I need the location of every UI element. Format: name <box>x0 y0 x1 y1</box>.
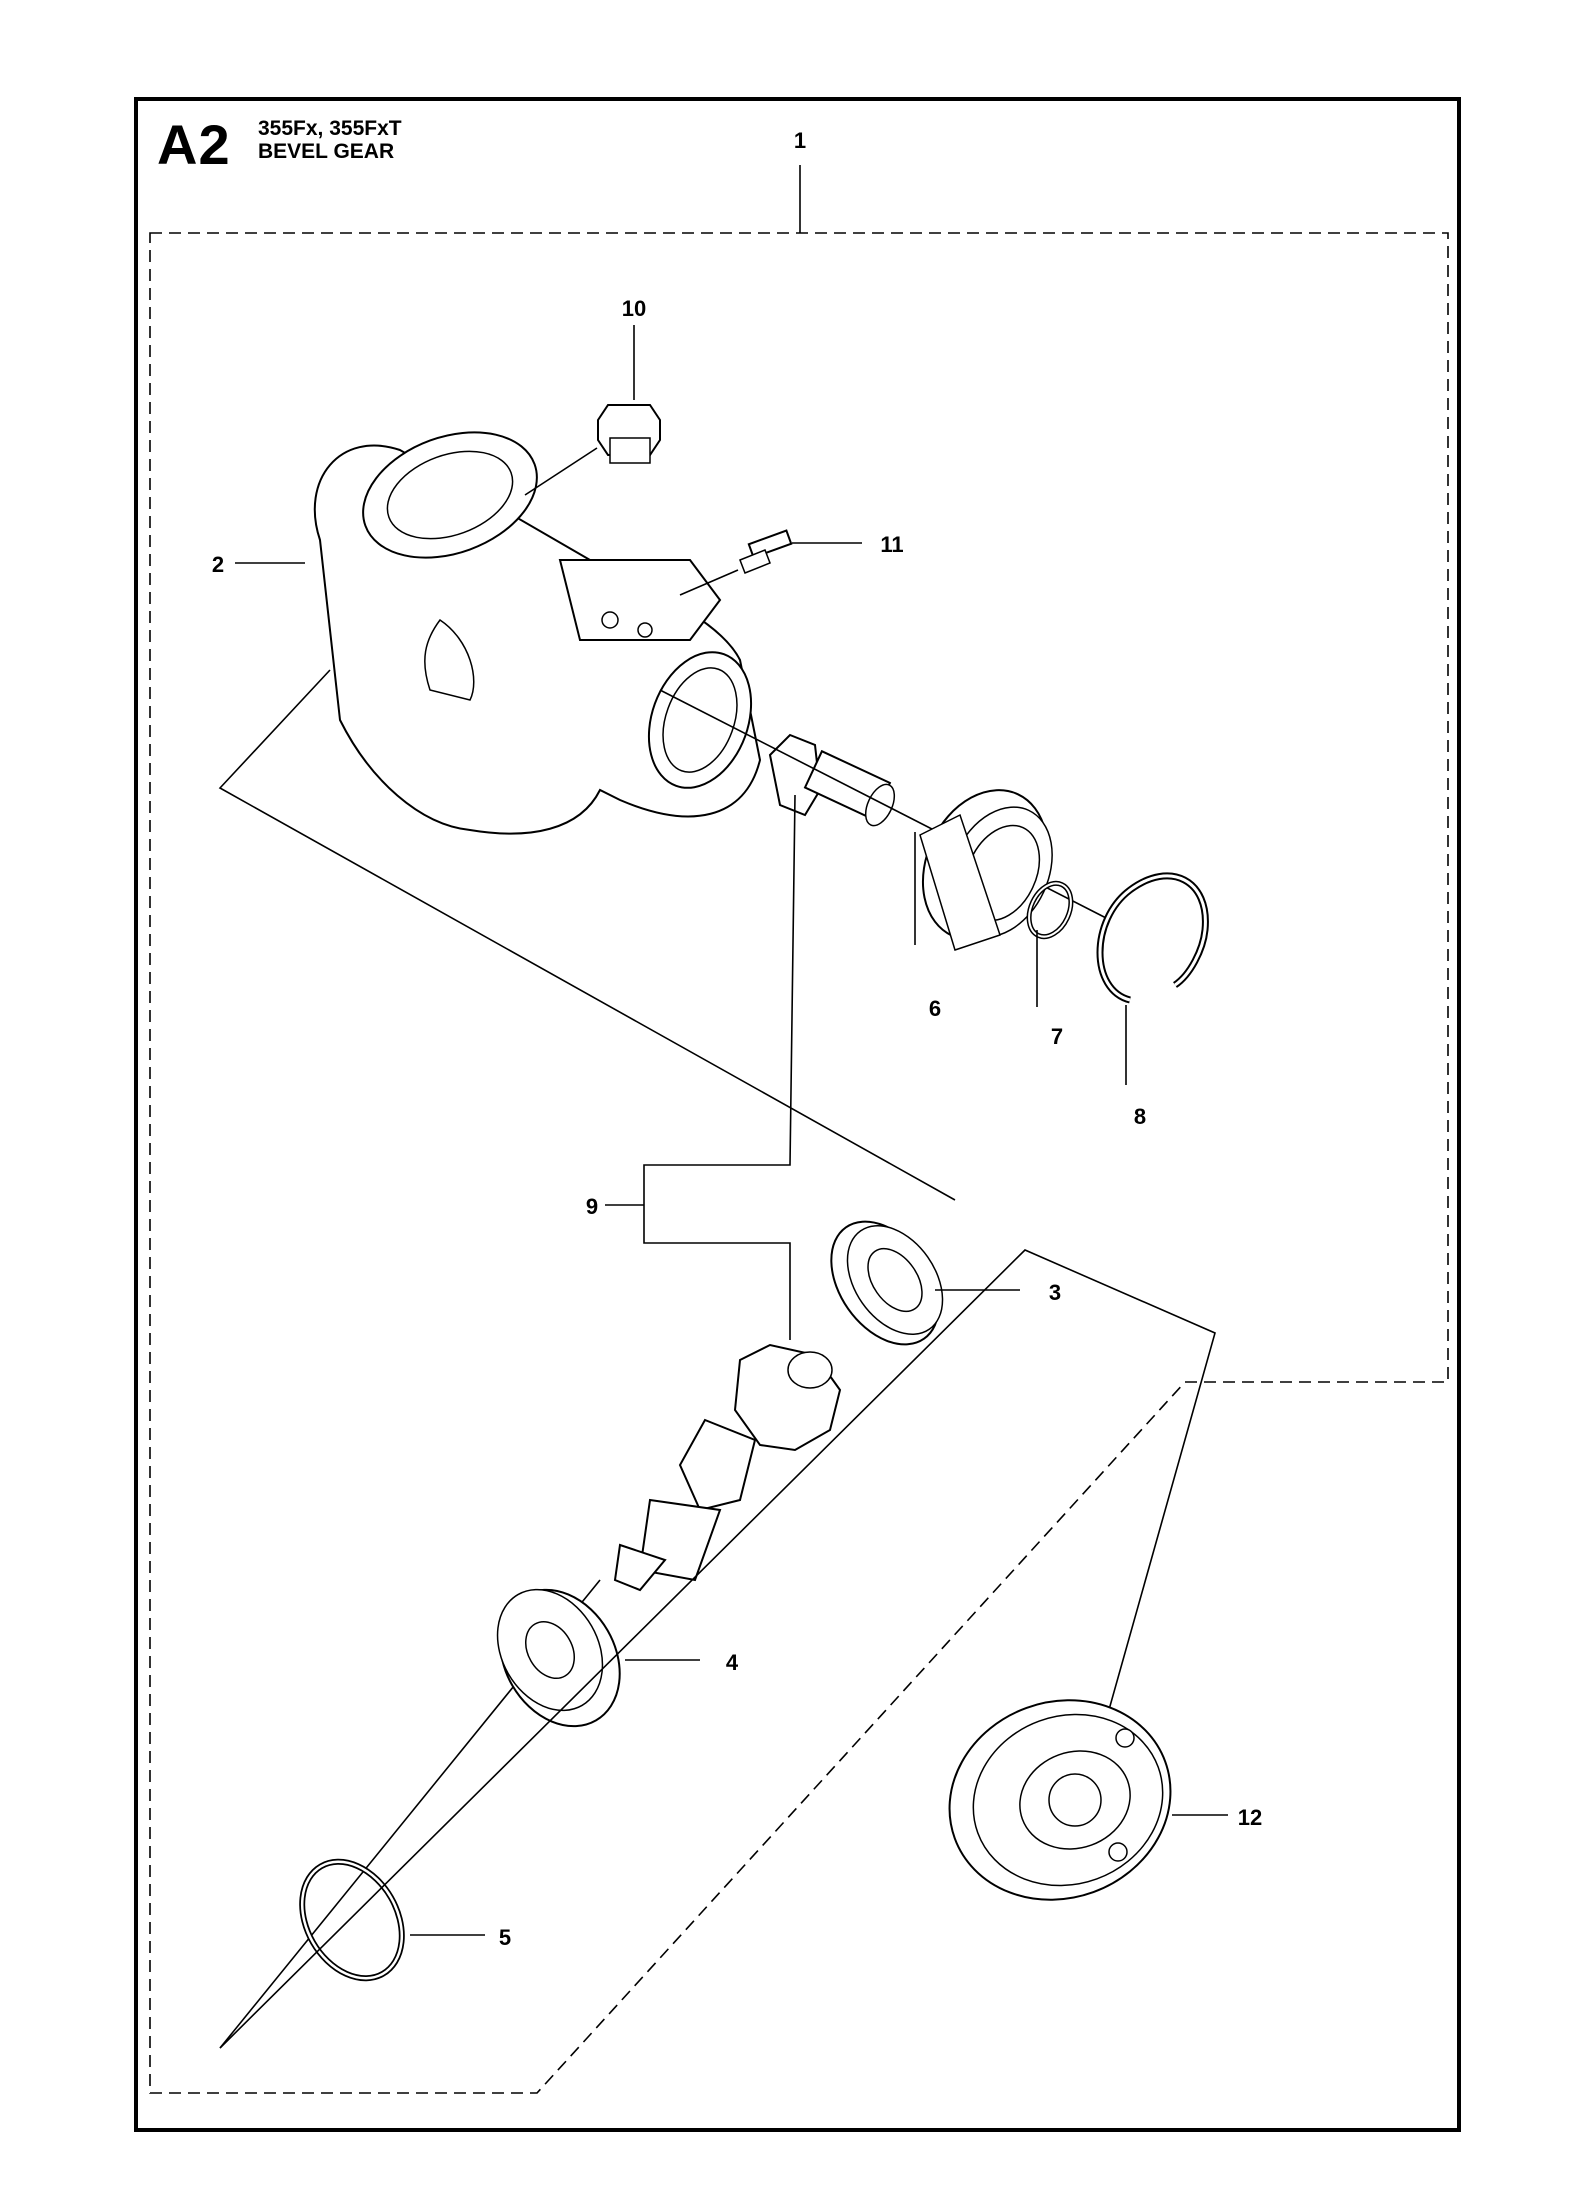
bevel-gear-housing <box>313 431 762 835</box>
callout-7: 7 <box>1051 1024 1063 1049</box>
callout-9: 9 <box>586 1194 598 1219</box>
bevel-gear-shaft <box>613 1343 842 1592</box>
bearing-6 <box>919 789 1053 951</box>
flange-12 <box>948 1699 1172 1901</box>
callout-11: 11 <box>880 532 903 557</box>
callout-10: 10 <box>622 296 646 321</box>
circlip-7 <box>1026 880 1074 940</box>
callout-4: 4 <box>726 1650 739 1675</box>
callout-1: 1 <box>794 128 806 153</box>
callout-12: 12 <box>1238 1805 1262 1830</box>
circlip-5 <box>299 1858 405 1982</box>
diagram-title: BEVEL GEAR <box>258 140 395 163</box>
leader-12-group <box>219 1249 1216 2049</box>
bearing-3 <box>830 1220 944 1346</box>
callout-2: 2 <box>212 552 224 577</box>
leader-9-bracket <box>643 794 796 1340</box>
callout-8: 8 <box>1134 1104 1146 1129</box>
screw <box>739 529 793 574</box>
diagram-frame <box>134 97 1461 2132</box>
leader-2-group <box>218 669 956 1201</box>
callout-5: 5 <box>499 1925 511 1950</box>
model-numbers: 355Fx, 355FxT <box>258 117 402 140</box>
retaining-ring-8 <box>1096 872 1209 1004</box>
axis-10 <box>524 447 598 496</box>
callout-3: 3 <box>1049 1280 1061 1305</box>
bearing-4 <box>496 1588 621 1728</box>
callout-6: 6 <box>929 996 941 1021</box>
pinion-gear <box>768 733 896 827</box>
assembly-boundary <box>149 232 1449 2094</box>
axis-11 <box>679 569 739 596</box>
section-code: A2 <box>157 113 231 176</box>
plug <box>597 404 661 464</box>
